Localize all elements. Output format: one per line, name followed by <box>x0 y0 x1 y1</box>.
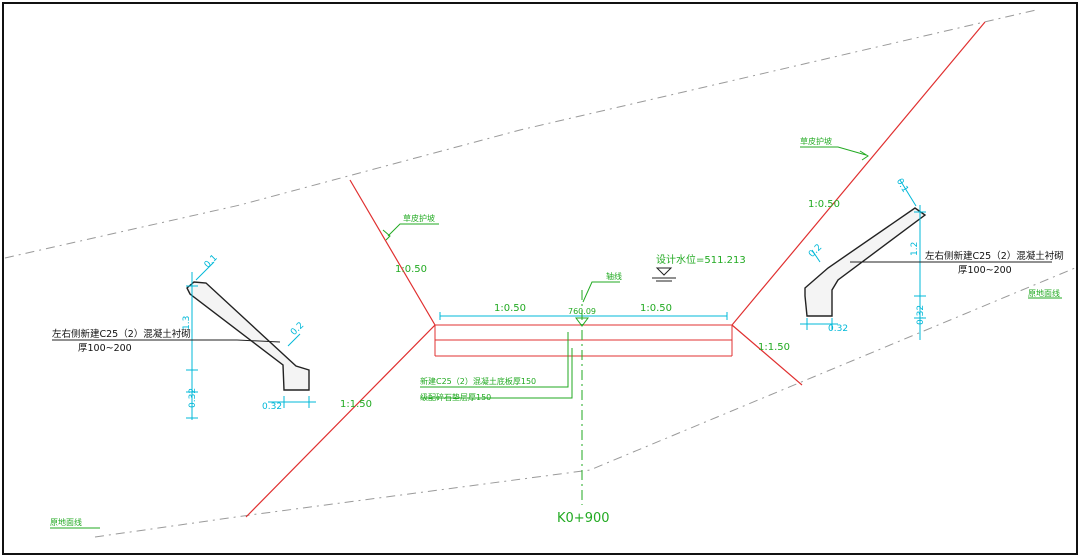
right-lining-detail: 0.1 0.2 1.2 0.32 0.32 左右侧新建C25（2）混凝土衬砌 厚… <box>800 177 1064 340</box>
right-note-line2: 厚100~200 <box>958 265 1012 276</box>
lower-right-slope-label: 1:1.50 <box>758 342 790 353</box>
left-lining-section <box>186 281 310 391</box>
right-dim-base-height: 0.32 <box>916 305 926 325</box>
grass-slope-right-label: 草皮护坡 <box>800 136 832 146</box>
left-note-line1: 左右侧新建C25（2）混凝土衬砌 <box>52 328 191 340</box>
right-dim-top-leader <box>899 179 917 207</box>
bottom-elevation-text: 760.09 <box>568 307 596 316</box>
right-dim-side-leader <box>811 249 821 263</box>
grass-slope-right-arrow <box>859 150 869 161</box>
concrete-slab-label: 新建C25（2）混凝土底板厚150 <box>420 376 536 386</box>
right-lining-section <box>804 207 927 317</box>
gravel-cushion-leader <box>420 348 573 399</box>
gravel-cushion-label: 级配碎石垫层厚150 <box>420 392 491 402</box>
channel-top-right-slope: 1:0.50 <box>640 303 672 314</box>
original-ground-right-label: 原地面线 <box>1028 288 1060 298</box>
original-ground-left-label: 原地面线 <box>50 517 82 527</box>
ground-line-upper <box>4 9 1037 259</box>
right-dim-vertical: 1.2 <box>910 242 920 256</box>
upper-right-slope-label: 1:0.50 <box>808 199 840 210</box>
lower-left-slope-label: 1:1.50 <box>340 399 372 410</box>
left-dim-side-leader <box>287 333 301 347</box>
channel-top-left-slope: 1:0.50 <box>494 303 526 314</box>
axis-label-leader <box>582 281 620 303</box>
axis-label: 轴线 <box>606 271 622 281</box>
right-dim-base-width: 0.32 <box>828 324 848 334</box>
grass-slope-left-label: 草皮护坡 <box>403 213 435 223</box>
upper-left-slope-label: 1:0.50 <box>395 264 427 275</box>
ground-line-lower <box>94 267 1076 538</box>
station-label: K0+900 <box>557 511 610 526</box>
right-note-line1: 左右侧新建C25（2）混凝土衬砌 <box>925 250 1064 262</box>
left-dim-top-leader <box>195 261 215 281</box>
concrete-slab-leader <box>420 332 569 388</box>
water-level-symbol <box>655 267 673 276</box>
left-dim-base-width: 0.32 <box>262 402 282 412</box>
left-dim-vertical: 1.3 <box>182 316 192 330</box>
bottom-elevation-marker <box>575 317 589 327</box>
design-water-level-text: 设计水位=511.213 <box>656 253 746 266</box>
grass-slope-left-arrow <box>382 229 391 241</box>
grass-slope-left-leader <box>387 223 439 237</box>
left-note-leader <box>236 339 281 343</box>
left-dim-base-height: 0.32 <box>188 388 198 408</box>
grass-slope-right-leader <box>800 146 867 156</box>
left-note-line2: 厚100~200 <box>78 343 132 354</box>
